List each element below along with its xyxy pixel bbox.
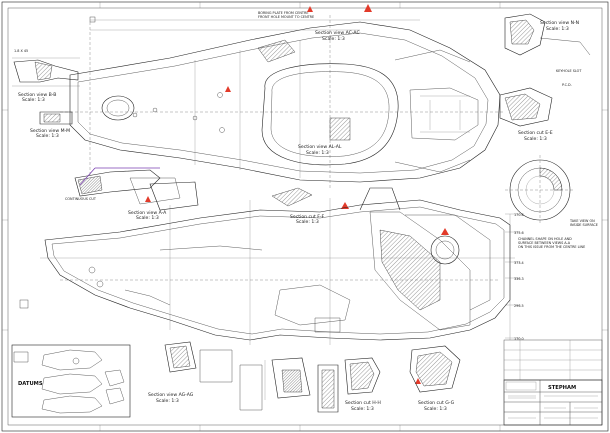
revision-block — [503, 339, 603, 381]
section-bb-scale: Scale: 1:3 — [22, 97, 45, 103]
svg-text:SURFACE BETWEEN VIEWS A-A: SURFACE BETWEEN VIEWS A-A — [518, 241, 571, 245]
section-bb: Section view B-B Scale: 1:3 1.8 X 45 — [12, 49, 80, 103]
section-mm: Section view M-M Scale: 1:3 — [30, 111, 73, 139]
section-ee-scale: Scale: 1:3 — [524, 136, 547, 142]
datums-box: DATUMS — [11, 344, 131, 418]
svg-text:TAKE VIEW ON: TAKE VIEW ON — [569, 219, 595, 223]
dimension-label: 375.6 — [514, 231, 524, 235]
dimension-label: 170.6 — [514, 213, 524, 217]
section-label-ff: Section cut F-F Scale: 1:3 — [271, 187, 325, 225]
section-hh-title: Section cut H-H — [345, 400, 381, 406]
section-gg-title: Section cut G-G — [418, 400, 455, 406]
section-aa: Section view A-A Scale: 1:3 CONTINUOUS C… — [65, 167, 199, 221]
svg-text:CONTINUOUS CUT: CONTINUOUS CUT — [65, 197, 97, 201]
dimension-label: 170.0 — [514, 337, 524, 341]
chassis-top-view — [60, 15, 505, 190]
warning-icon — [415, 378, 421, 384]
company-name: STEPHAM — [548, 385, 576, 391]
section-ff-scale: Scale: 1:3 — [296, 219, 319, 225]
section-aa-title: Section view A-A — [128, 210, 167, 216]
section-agag-title: Section view AG-AG — [148, 392, 194, 398]
section-mm-title: Section view M-M — [30, 128, 70, 134]
section-gg-scale: Scale: 1:3 — [424, 406, 447, 412]
section-nn-scale: Scale: 1:3 — [546, 26, 569, 32]
bottom-detail-views — [239, 357, 339, 413]
section-aa-scale: Scale: 1:3 — [136, 215, 159, 221]
section-acac-title: Section view AC-AC — [315, 30, 360, 36]
dimension-label: 373.4 — [514, 261, 524, 265]
warning-icon — [225, 86, 231, 92]
datums-label: DATUMS — [18, 381, 43, 387]
section-ee: Section cut E-E Scale: 1:3 P.C.D. KEYHOL… — [499, 69, 582, 142]
chassis-side-view — [19, 187, 515, 345]
section-bb-title: Section view B-B — [18, 92, 56, 98]
section-nn-title: Section view N-N — [540, 20, 579, 26]
svg-text:P.C.D.: P.C.D. — [562, 83, 572, 87]
section-acac-scale: Scale: 1:3 — [322, 36, 345, 42]
section-hh-scale: Scale: 1:3 — [351, 406, 374, 412]
right-dimension-stack: 170.6 375.6 373.4 336.3 296.5 170.0 — [505, 213, 524, 341]
section-nn: Section view N-N Scale: 1:3 — [504, 13, 591, 56]
warning-icon — [307, 6, 313, 12]
warning-icon — [364, 4, 372, 12]
title-block: STEPHAM — [503, 379, 603, 426]
section-alal-title: Section view AL-AL — [298, 144, 342, 150]
warning-icon — [441, 228, 449, 235]
section-mm-scale: Scale: 1:3 — [36, 133, 59, 139]
dimension-label: 296.5 — [514, 304, 524, 308]
section-gg: Section cut G-G Scale: 1:3 — [409, 345, 461, 412]
svg-text:INSIDE SURFACE: INSIDE SURFACE — [570, 223, 598, 227]
svg-text:BORING PLATE FROM CENTRE: BORING PLATE FROM CENTRE — [258, 11, 309, 15]
section-label-alal: Section view AL-AL Scale: 1:3 — [298, 144, 342, 156]
svg-text:FRONT HOLE MOUNT TO CENTRE: FRONT HOLE MOUNT TO CENTRE — [258, 15, 314, 19]
section-agag: Section view AG-AG Scale: 1:3 — [148, 341, 233, 404]
dimension-label: 336.3 — [514, 277, 524, 281]
svg-text:ON THIS ISSUE FROM THE CENTRE: ON THIS ISSUE FROM THE CENTRE LINE — [518, 245, 585, 249]
svg-text:1.8 X 45: 1.8 X 45 — [14, 49, 28, 53]
svg-text:KEYHOLE SLOT: KEYHOLE SLOT — [556, 69, 582, 73]
section-ff-title: Section cut F-F — [290, 214, 325, 220]
notes-right: CHANNEL SHAPE ON HOLE AND SURFACE BETWEE… — [518, 237, 585, 249]
warning-icon — [145, 196, 151, 202]
section-hh: Section cut H-H Scale: 1:3 — [344, 357, 381, 412]
circular-detail: TAKE VIEW ON INSIDE SURFACE — [505, 155, 598, 227]
section-alal-scale: Scale: 1:3 — [306, 150, 329, 156]
section-ee-title: Section cut E-E — [518, 130, 553, 136]
section-label-acac: Section view AC-AC Scale: 1:3 BORING PLA… — [258, 11, 360, 42]
section-agag-scale: Scale: 1:3 — [156, 398, 179, 404]
svg-text:CHANNEL SHAPE ON HOLE AND: CHANNEL SHAPE ON HOLE AND — [518, 237, 572, 241]
